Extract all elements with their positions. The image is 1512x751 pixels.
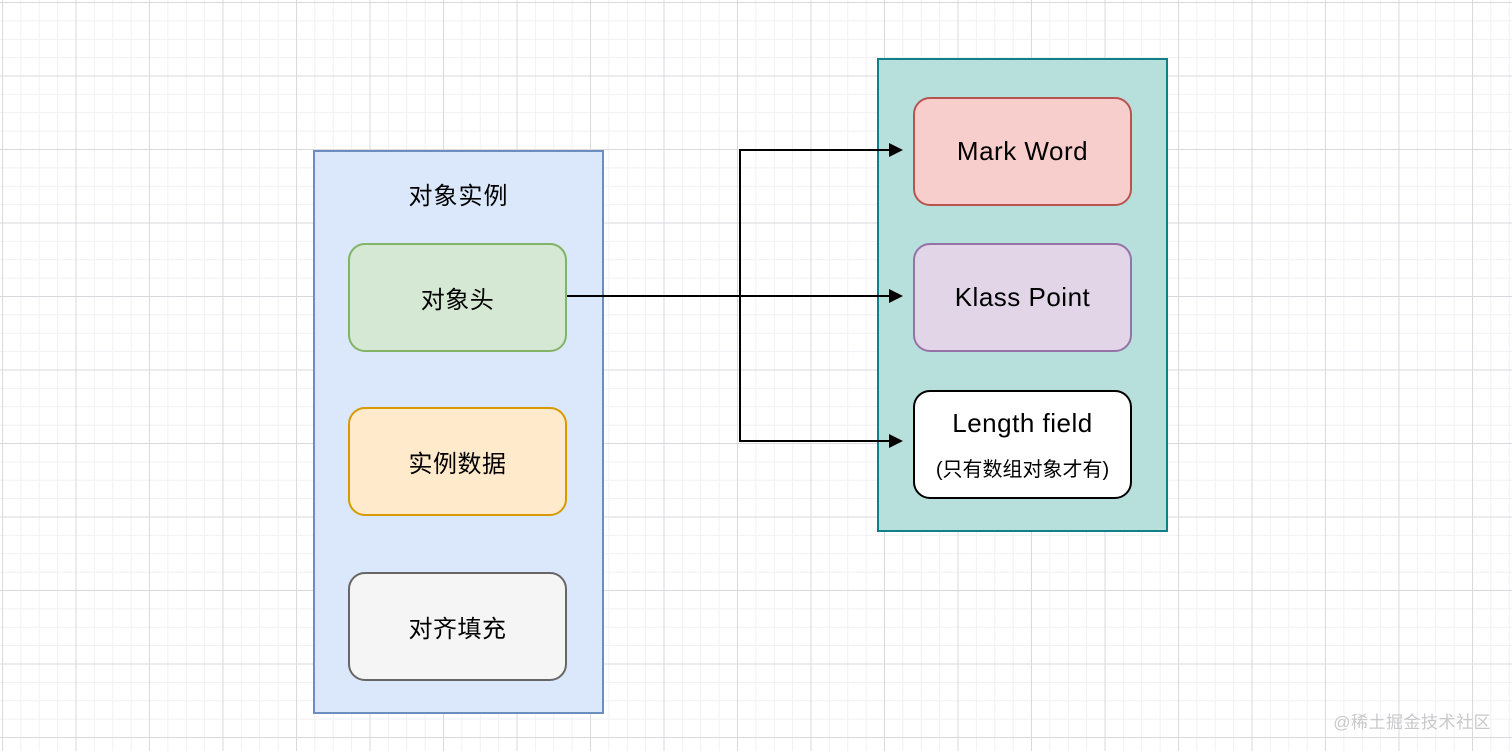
object-header-node: 对象头	[348, 243, 567, 352]
juejin-watermark: @稀土掘金技术社区	[1333, 713, 1491, 732]
mark-word-label: Mark Word	[956, 136, 1089, 166]
instance-data-label: 实例数据	[408, 451, 507, 478]
alignment-padding-label: 对齐填充	[408, 616, 507, 643]
object-instance-title: 对象实例	[408, 183, 509, 210]
object-instance-container: 对象实例 对象头 实例数据 对齐填充	[313, 150, 604, 714]
length-field-label: Length field	[952, 407, 1093, 438]
length-field-sublabel: (只有数组对象才有)	[935, 458, 1110, 481]
mark-word-node: Mark Word	[913, 97, 1132, 206]
klass-point-node: Klass Point	[913, 243, 1132, 352]
klass-point-label: Klass Point	[954, 282, 1091, 312]
instance-data-node: 实例数据	[348, 407, 567, 516]
object-header-detail-container: Mark Word Klass Point Length field (只有数组…	[877, 58, 1168, 532]
alignment-padding-node: 对齐填充	[348, 572, 567, 681]
length-field-node: Length field (只有数组对象才有)	[913, 390, 1132, 499]
object-header-label: 对象头	[420, 287, 495, 314]
